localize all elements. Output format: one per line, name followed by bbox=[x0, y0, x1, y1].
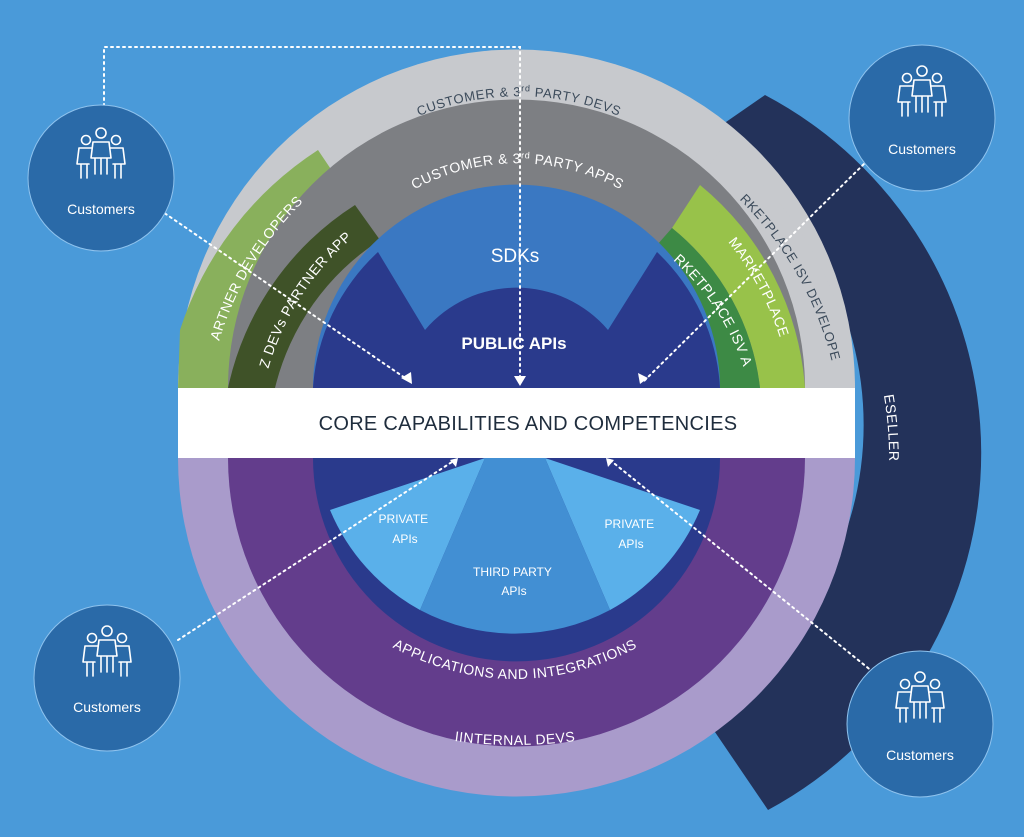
sdks-label: SDKs bbox=[491, 246, 540, 267]
customers-label: Customers bbox=[886, 747, 954, 763]
resellers-arc bbox=[700, 95, 982, 810]
third-party-apis bbox=[420, 458, 610, 634]
arrowhead-upper-right bbox=[638, 373, 648, 384]
private-apis-left bbox=[330, 458, 485, 610]
arrowhead-upper-left bbox=[401, 372, 412, 384]
customers-label: Customers bbox=[888, 141, 956, 157]
customers-node-top-left: Customers bbox=[27, 104, 175, 252]
arrowhead-top bbox=[514, 376, 526, 386]
connector-upper-right bbox=[642, 159, 869, 383]
customers-label: Customers bbox=[67, 201, 135, 217]
connector-upper-left bbox=[159, 209, 409, 381]
connector-lower-left bbox=[177, 459, 456, 641]
customers-label: Customers bbox=[73, 699, 141, 715]
arrowhead-lower-right bbox=[606, 458, 614, 467]
private-apis-right bbox=[545, 458, 700, 610]
core-capabilities-label: CORE CAPABILITIES AND COMPETENCIES bbox=[319, 413, 738, 435]
connector-lines bbox=[103, 46, 879, 677]
connector-top-left bbox=[103, 46, 521, 379]
private-apis-left-label: PRIVATE APIs bbox=[379, 512, 432, 546]
internal-devs-label: IINTERNAL DEVS bbox=[454, 728, 576, 748]
third-party-apis-label: THIRD PARTY APIs bbox=[473, 565, 555, 598]
private-apis-right-label: PRIVATE APIs bbox=[605, 517, 658, 551]
core-capabilities-band bbox=[178, 388, 855, 458]
customers-node-top-right: Customers bbox=[848, 44, 996, 192]
customers-node-bottom-left: Customers bbox=[33, 604, 181, 752]
customers-node-bottom-right: Customers bbox=[846, 650, 994, 798]
public-apis-area bbox=[313, 252, 720, 388]
arrowhead-lower-left bbox=[450, 458, 458, 467]
public-apis-label: PUBLIC APIs bbox=[461, 334, 566, 353]
biz-devs-partner-apps-ring bbox=[228, 205, 380, 388]
